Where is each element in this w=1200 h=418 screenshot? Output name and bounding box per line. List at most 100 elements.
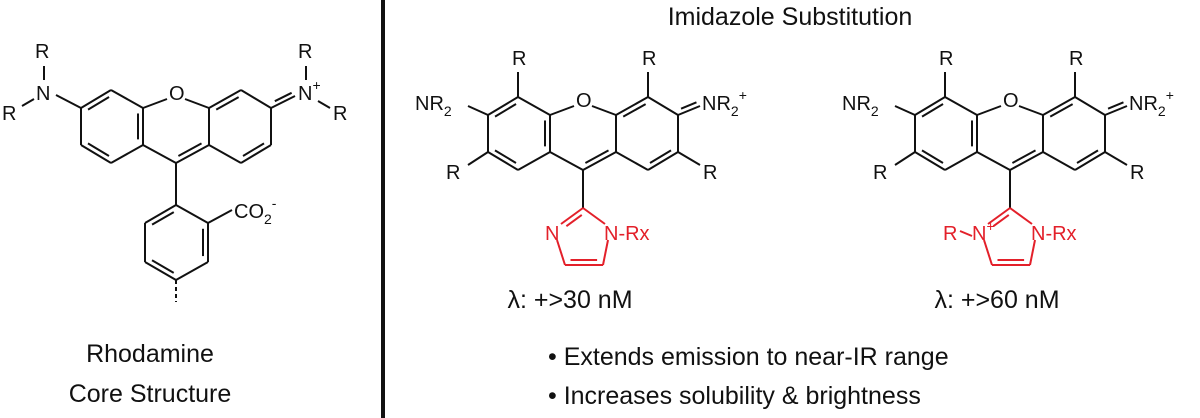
atom-r: R: [2, 103, 16, 125]
bond: [921, 103, 944, 118]
bond: [1104, 151, 1128, 166]
bond: [647, 96, 679, 116]
bond: [110, 144, 144, 164]
bond: [1029, 239, 1036, 266]
imidazole-bond-layer: [556, 207, 1036, 266]
bond: [560, 207, 584, 225]
caption-rhodamine: Rhodamine: [86, 340, 214, 368]
nr2-group: NR2: [842, 93, 879, 119]
imidazole-r: R: [943, 223, 957, 245]
bond: [142, 98, 168, 109]
bond: [1107, 101, 1124, 110]
section-title: Imidazole Substitution: [668, 3, 913, 31]
bond: [647, 151, 679, 171]
bond: [184, 98, 210, 109]
bond: [242, 142, 265, 157]
bond: [467, 105, 489, 116]
atom-r: R: [512, 48, 526, 70]
bond: [487, 151, 519, 171]
bond: [584, 149, 609, 164]
bond: [487, 96, 519, 116]
bond: [944, 96, 978, 116]
bond: [894, 105, 916, 116]
atom-r: R: [939, 48, 953, 70]
bond: [914, 151, 946, 171]
bond: [494, 149, 517, 164]
atom-o: O: [169, 83, 185, 105]
bond: [565, 214, 583, 227]
bond: [270, 95, 296, 109]
atom-o: O: [576, 90, 592, 112]
bullet-near-ir: • Extends emission to near-IR range: [548, 343, 949, 371]
bond: [467, 151, 489, 166]
bond: [959, 230, 973, 237]
bond: [944, 151, 978, 171]
bond: [317, 100, 331, 109]
bond: [87, 142, 110, 157]
bond: [556, 239, 566, 266]
bond: [87, 96, 110, 111]
bond: [1049, 103, 1074, 118]
bond: [582, 207, 606, 225]
nr2-plus-group: NR2+: [702, 87, 747, 119]
rhodamine-core-structure: R N R O R N+ R CO2-: [2, 41, 347, 227]
bond: [894, 151, 916, 166]
bond: [208, 89, 242, 109]
bond: [680, 101, 697, 110]
imidazole-n-rx: N-Rx: [1031, 223, 1077, 245]
bond: [1076, 149, 1099, 164]
bond: [142, 144, 177, 164]
bond: [921, 149, 944, 164]
bond: [144, 261, 177, 281]
nr2-plus-group: NR2+: [1129, 87, 1174, 119]
carboxylate-group: CO2-: [234, 195, 277, 227]
bond: [602, 239, 609, 266]
bond: [21, 98, 35, 107]
atom-r: R: [873, 162, 887, 184]
atom-r: R: [642, 48, 656, 70]
bond: [1074, 96, 1106, 116]
bond: [677, 105, 701, 116]
bullet-solubility: • Increases solubility & brightness: [548, 382, 921, 410]
bond: [110, 89, 144, 109]
atom-n-plus: N+: [298, 77, 321, 105]
bond: [175, 204, 209, 224]
atom-r: R: [35, 41, 49, 63]
bond: [992, 214, 1010, 227]
bond: [983, 239, 993, 266]
bond: [987, 207, 1011, 225]
bond: [549, 105, 575, 116]
bond-layer: [21, 66, 1128, 302]
atom-r: R: [1069, 48, 1083, 70]
imidazole-n-plus: N+: [972, 218, 995, 245]
bond: [517, 151, 551, 171]
bond: [622, 103, 647, 118]
nr2-group: NR2: [415, 93, 452, 119]
atom-n: N: [36, 83, 50, 105]
bond: [151, 259, 175, 274]
bond: [494, 103, 517, 118]
bond: [1009, 151, 1044, 171]
bond: [274, 91, 293, 103]
bond: [591, 105, 617, 116]
bond: [1018, 105, 1044, 116]
bond: [1074, 151, 1106, 171]
bond: [1011, 149, 1036, 164]
lambda-shift-1: λ: +>30 nM: [507, 286, 632, 314]
bond: [615, 151, 649, 171]
bond: [151, 211, 175, 226]
imidazole-n-rx: N-Rx: [604, 223, 650, 245]
bond: [208, 144, 242, 164]
bond: [207, 209, 233, 224]
bond: [240, 144, 272, 164]
bond: [240, 89, 272, 109]
bond: [80, 144, 112, 164]
bond: [1009, 207, 1033, 225]
bond: [215, 96, 240, 111]
atom-r: R: [333, 103, 347, 125]
bond: [976, 151, 1011, 171]
bond: [55, 94, 82, 109]
bond: [1042, 151, 1076, 171]
bond: [615, 96, 649, 116]
bond: [677, 151, 701, 166]
